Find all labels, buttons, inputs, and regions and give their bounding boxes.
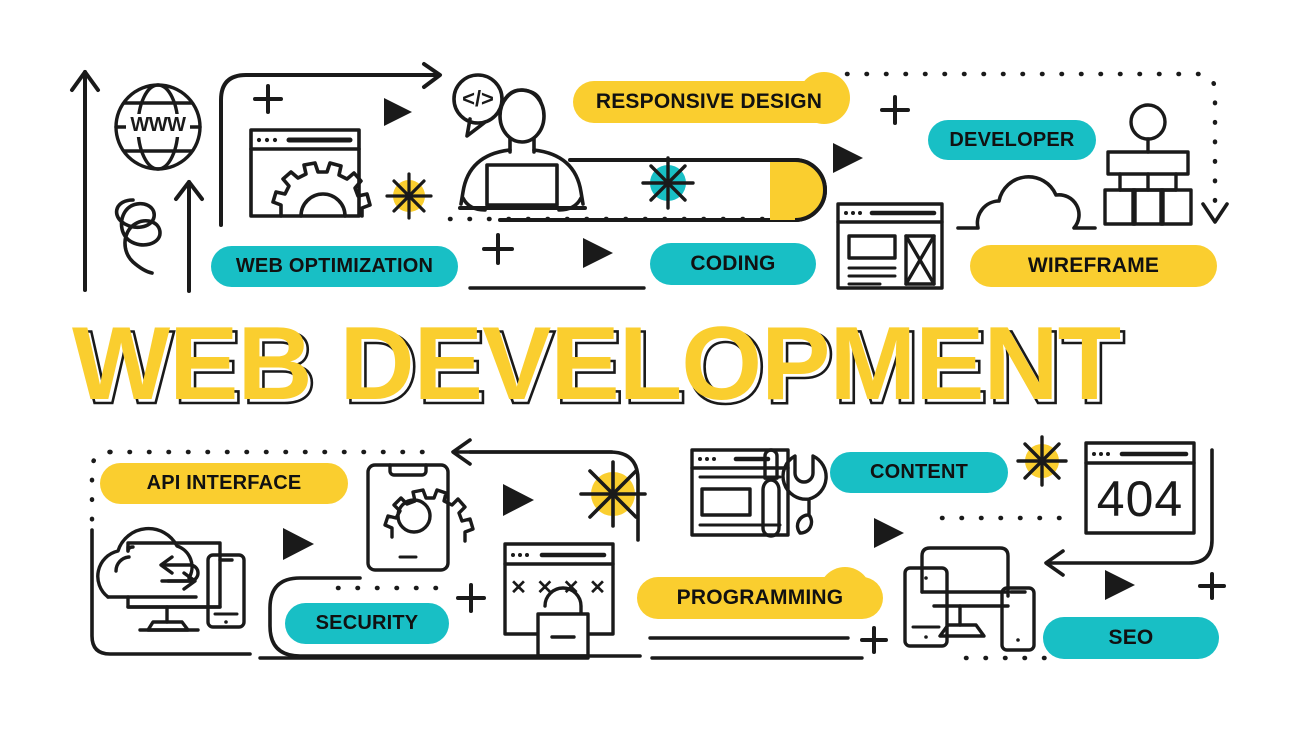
error-code-text: 404 [1096, 471, 1184, 527]
label-programming[interactable]: PROGRAMMING [637, 577, 883, 619]
globe-www-label: WWW [126, 114, 190, 137]
cloud-sync-devices-icon [96, 526, 246, 632]
dotted-corner-path-icon [844, 71, 1229, 224]
plus-icon [482, 233, 514, 265]
short-up-arrow-icon [174, 180, 204, 293]
label-text: SECURITY [315, 612, 419, 634]
plus-icon [860, 626, 888, 654]
label-text: SEO [1108, 626, 1154, 649]
plus-icon [1198, 572, 1226, 600]
code-bubble-text: </> [462, 86, 494, 111]
label-seo[interactable]: SEO [1043, 617, 1219, 659]
up-arrow-icon [70, 70, 100, 292]
yellow-starburst-icon [385, 172, 433, 220]
corner-path [268, 576, 642, 658]
play-triangle-icon [833, 143, 863, 173]
code-bubble-label: </> [459, 86, 497, 112]
play-triangle-icon [874, 518, 904, 548]
play-triangle-icon [1105, 570, 1135, 600]
teal-starburst-icon [641, 156, 695, 210]
curved-arrow-icon [219, 62, 442, 227]
www-text: WWW [130, 114, 186, 136]
label-text: DEVELOPER [949, 128, 1075, 151]
label-text: RESPONSIVE DESIGN [595, 90, 823, 113]
label-developer[interactable]: DEVELOPER [928, 120, 1096, 160]
label-text: API INTERFACE [146, 472, 302, 494]
label-text: WEB OPTIMIZATION [235, 255, 434, 277]
spiral-icon [114, 198, 162, 275]
play-triangle-icon [503, 484, 534, 516]
browser-wireframe-icon [836, 202, 944, 290]
browser-404-icon [1084, 441, 1196, 535]
yellow-starburst-icon [1016, 435, 1068, 487]
password-mask-label: ✕ ✕ ✕ ✕ [505, 575, 613, 600]
label-text: CONTENT [869, 461, 969, 483]
play-triangle-icon [583, 238, 613, 268]
corner-path [90, 528, 252, 656]
sitemap-icon [1103, 103, 1193, 226]
responsive-devices-icon [903, 546, 1036, 652]
return-arrow-icon [1044, 448, 1214, 577]
yellow-track-cap [770, 160, 825, 220]
label-responsive-design[interactable]: RESPONSIVE DESIGN [573, 81, 845, 123]
password-mask-text: ✕ ✕ ✕ ✕ [510, 577, 608, 599]
label-wireframe[interactable]: WIREFRAME [970, 245, 1217, 287]
cloud-outline-icon [956, 175, 1097, 230]
label-security[interactable]: SECURITY [285, 603, 449, 644]
label-api-interface[interactable]: API INTERFACE [100, 463, 348, 504]
label-text: PROGRAMMING [676, 586, 844, 609]
label-text: CODING [690, 252, 776, 275]
label-web-optimization[interactable]: WEB OPTIMIZATION [211, 246, 458, 287]
play-triangle-icon [384, 98, 412, 126]
plus-icon [253, 84, 283, 114]
label-coding[interactable]: CODING [650, 243, 816, 285]
label-content[interactable]: CONTENT [830, 452, 1008, 493]
label-text: WIREFRAME [1027, 254, 1160, 277]
browser-gear-icon [249, 128, 372, 218]
phone-gear-icon [366, 463, 475, 572]
play-triangle-icon [283, 528, 314, 560]
code-bubble-person-laptop-icon [452, 73, 587, 212]
browser-tools-icon [690, 448, 828, 538]
dotted-corner-path-icon [89, 449, 443, 533]
browser-lock-icon [503, 542, 615, 658]
error-code-label: 404 [1086, 470, 1194, 528]
corner-path [468, 450, 640, 542]
plus-icon [456, 583, 486, 613]
yellow-starburst-icon [579, 460, 647, 528]
plus-icon [880, 95, 910, 125]
